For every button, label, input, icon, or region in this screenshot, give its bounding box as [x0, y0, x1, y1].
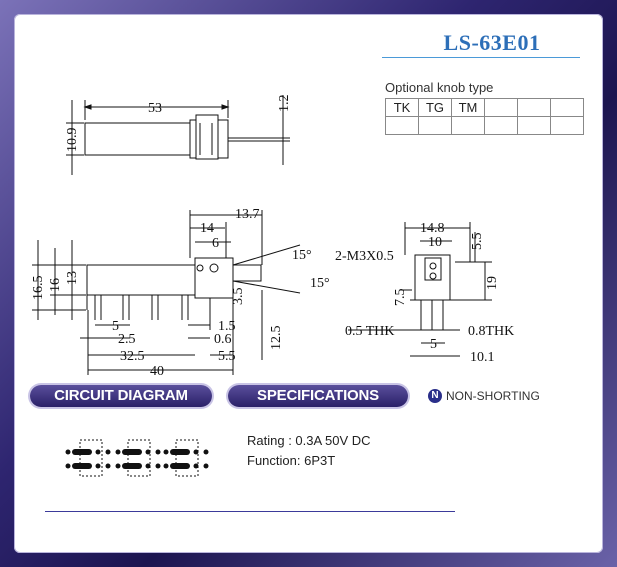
bottom-divider: [45, 511, 455, 512]
thk-right: 0.8THK: [468, 324, 514, 339]
dim-14-8: 14.8: [420, 221, 445, 236]
dim-13: 13: [65, 271, 80, 285]
dim-end-5: 5: [430, 337, 437, 352]
dim-13-7: 13.7: [235, 207, 260, 222]
circuit-contacts: [65, 449, 209, 469]
knob-table-caption: Optional knob type: [385, 80, 494, 95]
end-view: [348, 222, 492, 357]
knob-cell-empty: [550, 116, 584, 135]
thk-left: 0.5 THK: [345, 324, 395, 339]
dim-32-5: 32.5: [120, 349, 145, 364]
dim-14: 14: [200, 221, 214, 236]
dim-19: 19: [485, 276, 500, 290]
title-underline: [382, 57, 580, 58]
dim-3-5: 3.5: [231, 288, 246, 306]
dim-7-5: 7.5: [393, 289, 408, 307]
n-circle-icon: N: [428, 389, 442, 403]
specifications-label: SPECIFICATIONS: [257, 387, 379, 404]
dim-end-5-5: 5.5: [470, 233, 485, 251]
dim-length: 53: [148, 101, 162, 116]
dim-5: 5: [112, 319, 119, 334]
circuit-diagram-header: CIRCUIT DIAGRAM: [30, 385, 212, 407]
dim-2-5: 2.5: [118, 332, 136, 347]
dim-10: 10: [428, 235, 442, 250]
circuit-diagram: [79, 439, 199, 477]
dim-16-5: 16.5: [31, 276, 46, 301]
side-view: [32, 210, 301, 375]
dim-5-5: 5.5: [218, 349, 236, 364]
specifications-header: SPECIFICATIONS: [228, 385, 408, 407]
screw-spec: 2-M3X0.5: [335, 249, 394, 264]
knob-type-table: TK TG TM: [385, 98, 584, 135]
angle-bottom: 15°: [310, 276, 330, 291]
dim-6: 6: [212, 236, 219, 251]
spec-function: Function: 6P3T: [247, 453, 336, 468]
dim-1-5: 1.5: [218, 319, 236, 334]
top-view: [66, 95, 290, 175]
circuit-diagram-label: CIRCUIT DIAGRAM: [54, 387, 188, 404]
dim-0-6: 0.6: [214, 332, 232, 347]
part-number-title: LS-63E01: [443, 30, 541, 55]
dim-pin: 1.2: [277, 95, 292, 113]
dim-10-1: 10.1: [470, 350, 495, 365]
spec-rating: Rating : 0.3A 50V DC: [247, 433, 371, 448]
dim-12-5: 12.5: [269, 326, 284, 351]
non-shorting-label: NON-SHORTING: [446, 389, 540, 403]
dim-16: 16: [48, 278, 63, 292]
dim-40: 40: [150, 364, 164, 379]
angle-top: 15°: [292, 248, 312, 263]
dim-height: 10.9: [65, 128, 80, 153]
